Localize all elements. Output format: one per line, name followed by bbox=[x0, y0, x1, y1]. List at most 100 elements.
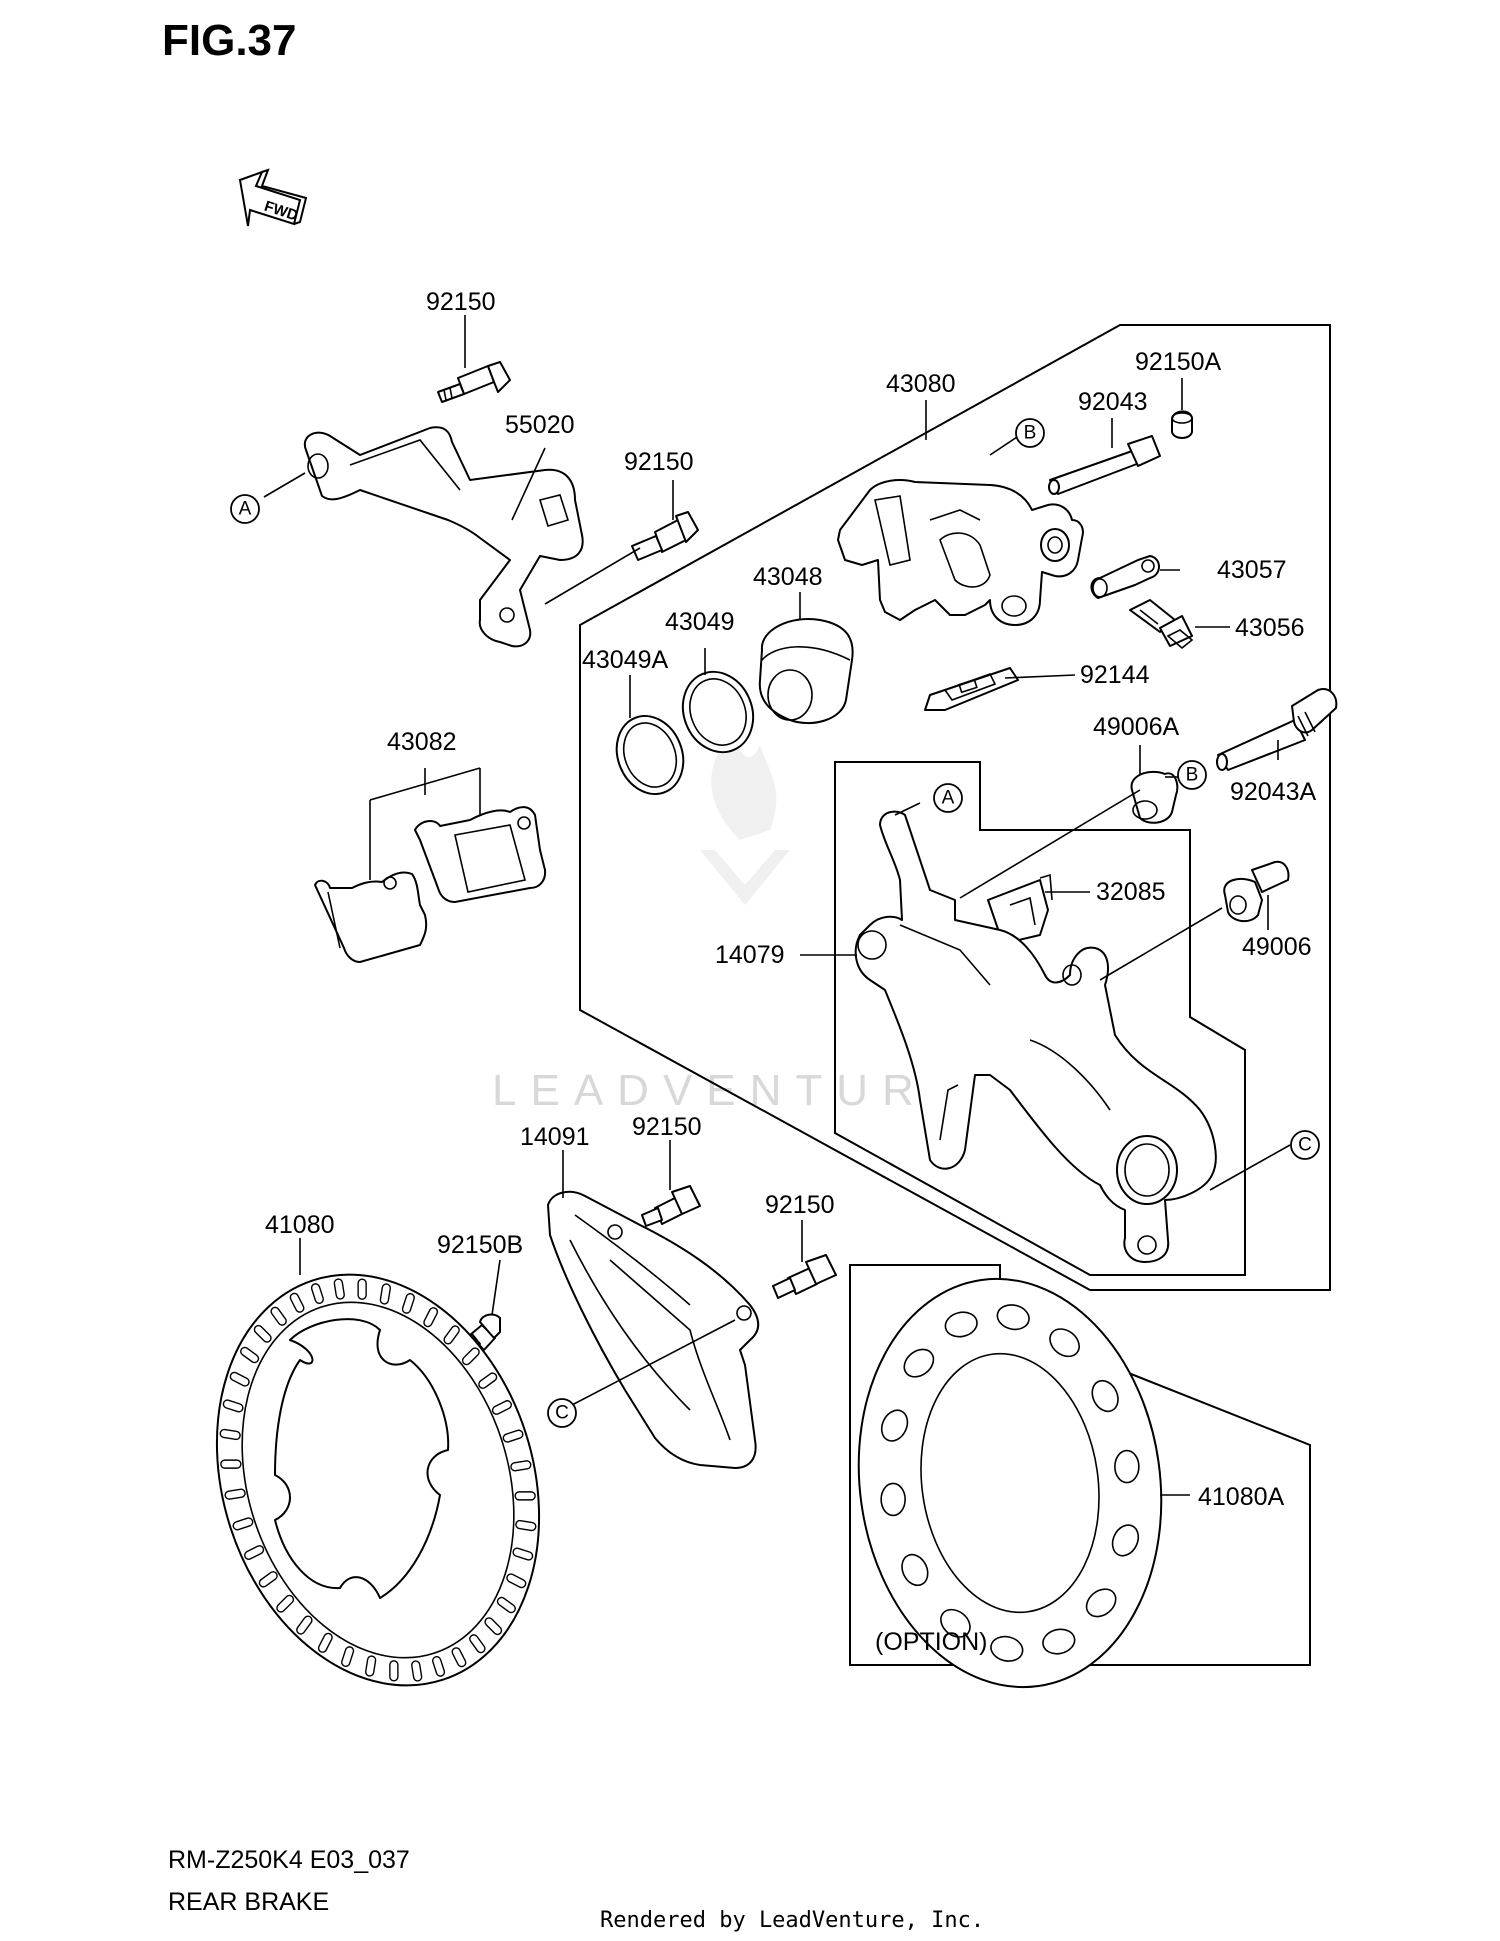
disc-guard-14091 bbox=[547, 1190, 760, 1469]
disc-hole bbox=[990, 1635, 1024, 1662]
fwd-arrow-icon: FWD bbox=[238, 168, 308, 227]
disc-slot bbox=[220, 1459, 242, 1469]
watermark-text: LEADVENTURE bbox=[492, 1066, 971, 1115]
part-label-92144: 92144 bbox=[1080, 661, 1150, 689]
disc-hole bbox=[996, 1304, 1030, 1331]
model-code: RM-Z250K4 E03_037 bbox=[168, 1846, 410, 1874]
disc-slot bbox=[469, 1634, 486, 1654]
disc-slot bbox=[253, 1324, 272, 1343]
disc-slot bbox=[276, 1594, 295, 1613]
disc-slot bbox=[317, 1632, 333, 1653]
callout-a-caliper: A bbox=[933, 783, 963, 813]
svg-text:B: B bbox=[1186, 765, 1199, 786]
disc-slot bbox=[514, 1491, 536, 1501]
callout-b-caliper: B bbox=[1015, 418, 1045, 448]
boot-49006 bbox=[1223, 860, 1290, 923]
disc-slot bbox=[515, 1519, 537, 1532]
boot-49006a bbox=[1130, 770, 1179, 824]
part-label-92150-guard-a: 92150 bbox=[632, 1113, 702, 1141]
figure-title: FIG.37 bbox=[162, 16, 297, 65]
disc-slot bbox=[491, 1400, 512, 1415]
disc-slot bbox=[389, 1660, 399, 1682]
disc-slot bbox=[451, 1647, 467, 1668]
part-label-41080a: 41080A bbox=[1198, 1483, 1285, 1511]
disc-hole bbox=[1111, 1524, 1140, 1557]
disc-hole bbox=[880, 1482, 906, 1517]
disc-hole bbox=[1091, 1379, 1119, 1413]
disc-slot bbox=[423, 1307, 439, 1328]
disc-slot bbox=[443, 1325, 460, 1345]
disc-slot bbox=[244, 1545, 265, 1560]
part-label-14079: 14079 bbox=[715, 941, 785, 969]
part-label-43080: 43080 bbox=[886, 370, 956, 398]
disc-slot bbox=[365, 1655, 377, 1677]
disc-slot bbox=[232, 1517, 254, 1531]
option-label: (OPTION) bbox=[875, 1628, 988, 1656]
bolt-92150-mid bbox=[631, 511, 699, 561]
part-label-14091: 14091 bbox=[520, 1123, 590, 1151]
disc-slot bbox=[401, 1292, 415, 1314]
caliper-assembly-box bbox=[579, 324, 1331, 1291]
part-label-43049: 43049 bbox=[665, 608, 735, 636]
section-name: REAR BRAKE bbox=[168, 1888, 329, 1916]
part-label-55020: 55020 bbox=[505, 411, 575, 439]
svg-text:A: A bbox=[942, 788, 955, 809]
disc-hole bbox=[944, 1311, 978, 1338]
part-label-43048: 43048 bbox=[753, 563, 823, 591]
part-label-92150-top: 92150 bbox=[426, 288, 496, 316]
disc-slot bbox=[333, 1278, 345, 1300]
disc-slot bbox=[258, 1571, 278, 1588]
part-label-92150b: 92150B bbox=[437, 1231, 523, 1259]
disc-slot bbox=[432, 1656, 446, 1677]
pad-spring-92144 bbox=[924, 667, 1019, 711]
disc-hole bbox=[901, 1553, 929, 1587]
callout-b-pin: B bbox=[1177, 760, 1207, 790]
callout-c-bracket: C bbox=[1290, 1130, 1320, 1160]
disc-slot bbox=[289, 1292, 305, 1313]
disc-slot bbox=[510, 1460, 532, 1472]
callout-a-bracket: A bbox=[230, 494, 260, 524]
bleeder-valve-43056 bbox=[1129, 599, 1194, 650]
seal-43049a bbox=[615, 715, 685, 795]
disc-slot bbox=[496, 1596, 516, 1614]
disc-slot bbox=[240, 1346, 260, 1364]
disc-slot bbox=[219, 1428, 241, 1441]
disc-hole bbox=[1085, 1588, 1117, 1618]
credit-text: Rendered by LeadVenture, Inc. bbox=[600, 1908, 984, 1933]
disc-hole bbox=[1114, 1449, 1140, 1484]
part-label-92150-mid: 92150 bbox=[624, 448, 694, 476]
disc-slot bbox=[341, 1646, 355, 1668]
part-label-43049a: 43049A bbox=[582, 646, 669, 674]
part-label-92150a: 92150A bbox=[1135, 348, 1222, 376]
part-label-92150-guard-b: 92150 bbox=[765, 1191, 835, 1219]
part-labels: 92150 55020 92150 43080 92150A 92043 430… bbox=[265, 288, 1317, 1656]
piston-43048 bbox=[758, 618, 854, 725]
disc-hole bbox=[940, 1608, 971, 1638]
bolt-92150-top bbox=[437, 361, 511, 403]
bleeder-cap-43057 bbox=[1090, 555, 1160, 599]
disc-slot bbox=[502, 1429, 524, 1443]
disc-slot bbox=[411, 1660, 423, 1682]
bolt-92150-guard-a bbox=[641, 1185, 701, 1227]
callout-c-guard: C bbox=[547, 1398, 577, 1428]
svg-text:B: B bbox=[1024, 423, 1037, 444]
part-label-43057: 43057 bbox=[1217, 556, 1287, 584]
caliper-body-43080 bbox=[837, 479, 1084, 626]
leader-lines bbox=[263, 315, 1291, 1496]
seal-43049 bbox=[681, 670, 755, 754]
slide-pin-92043a bbox=[1216, 688, 1338, 771]
bolt-92150-guard-b bbox=[772, 1254, 837, 1299]
svg-text:A: A bbox=[239, 499, 252, 520]
disc-slot bbox=[357, 1278, 367, 1300]
disc-slot bbox=[270, 1306, 287, 1326]
disc-slot bbox=[512, 1547, 534, 1561]
disc-slot bbox=[484, 1617, 503, 1636]
svg-text:C: C bbox=[555, 1403, 569, 1424]
part-label-92043a: 92043A bbox=[1230, 778, 1317, 806]
disc-slot bbox=[310, 1283, 324, 1304]
part-label-92043: 92043 bbox=[1078, 388, 1148, 416]
disc-hole bbox=[1042, 1628, 1076, 1655]
brake-disc-41080a bbox=[857, 1277, 1163, 1689]
disc-hole bbox=[1049, 1328, 1080, 1358]
